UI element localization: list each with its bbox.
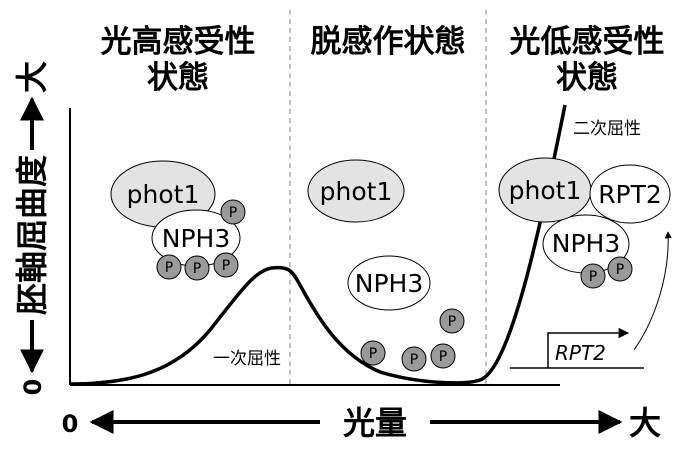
x-axis-min-label: 0 bbox=[62, 410, 79, 438]
phospho-label: P bbox=[193, 261, 201, 277]
phospho-circle bbox=[213, 252, 239, 278]
phospho-circle bbox=[156, 254, 182, 280]
phot1-label-high: phot1 bbox=[127, 180, 200, 209]
phot1-label-desensitized: phot1 bbox=[320, 177, 393, 206]
nph3-label-desensitized: NPH3 bbox=[355, 269, 423, 298]
phospho-label: P bbox=[222, 258, 230, 274]
phospho-label: P bbox=[165, 260, 173, 276]
phospho-label: P bbox=[229, 205, 237, 221]
phospho-label: P bbox=[589, 269, 597, 285]
region-title-desensitized: 脱感作状態 bbox=[311, 24, 466, 60]
phospho-circle bbox=[401, 346, 427, 372]
gene-label: RPT2 bbox=[555, 341, 606, 365]
phospho-group-high: P P P P bbox=[156, 199, 246, 281]
phospho-circle bbox=[607, 256, 633, 282]
response-curve bbox=[69, 104, 567, 386]
second-phototropism-label: 二次屈性 bbox=[573, 119, 641, 139]
phospho-circle bbox=[360, 340, 386, 366]
x-axis-label: 光量 bbox=[343, 404, 407, 442]
phospho-circle bbox=[430, 343, 456, 369]
region-title-high-sensitivity-line2: 状態 bbox=[147, 60, 209, 96]
phospho-circle bbox=[580, 263, 606, 289]
phospho-label: P bbox=[448, 314, 456, 330]
phospho-group-desensitized: P P P P bbox=[360, 308, 465, 372]
phospho-label: P bbox=[439, 349, 447, 365]
nph3-label-low: NPH3 bbox=[552, 229, 620, 258]
y-axis-label: 胚軸屈曲度 bbox=[13, 155, 51, 315]
phot1-bubble-desensitized bbox=[307, 159, 405, 223]
phospho-label: P bbox=[369, 346, 377, 362]
first-phototropism-label: 一次屈性 bbox=[213, 349, 281, 369]
y-axis-label-group: 0 胚軸屈曲度 大 bbox=[13, 61, 51, 395]
y-axis-max-label: 大 bbox=[13, 61, 51, 93]
region-title-low-sensitivity-line2: 状態 bbox=[556, 60, 618, 96]
nph3-bubble-desensitized bbox=[347, 255, 431, 311]
region-title-low-sensitivity-line1: 光低感受性 bbox=[510, 24, 665, 60]
phospho-circle bbox=[220, 199, 246, 225]
rpt2-bubble bbox=[589, 164, 671, 224]
phospho-circle bbox=[439, 308, 465, 334]
expression-arrow bbox=[633, 231, 672, 351]
phot1-label-low: phot1 bbox=[509, 176, 582, 205]
phospho-label: P bbox=[616, 262, 624, 278]
x-axis-max-label: 大 bbox=[629, 404, 661, 442]
region-title-high-sensitivity-line1: 光高感受性 bbox=[101, 24, 256, 60]
phospho-label: P bbox=[410, 352, 418, 368]
y-axis-min-label: 0 bbox=[19, 379, 47, 396]
phospho-circle bbox=[184, 255, 210, 281]
gene-promoter-arrow bbox=[547, 327, 630, 368]
nph3-label-high: NPH3 bbox=[162, 224, 230, 253]
rpt2-label: RPT2 bbox=[598, 180, 662, 209]
